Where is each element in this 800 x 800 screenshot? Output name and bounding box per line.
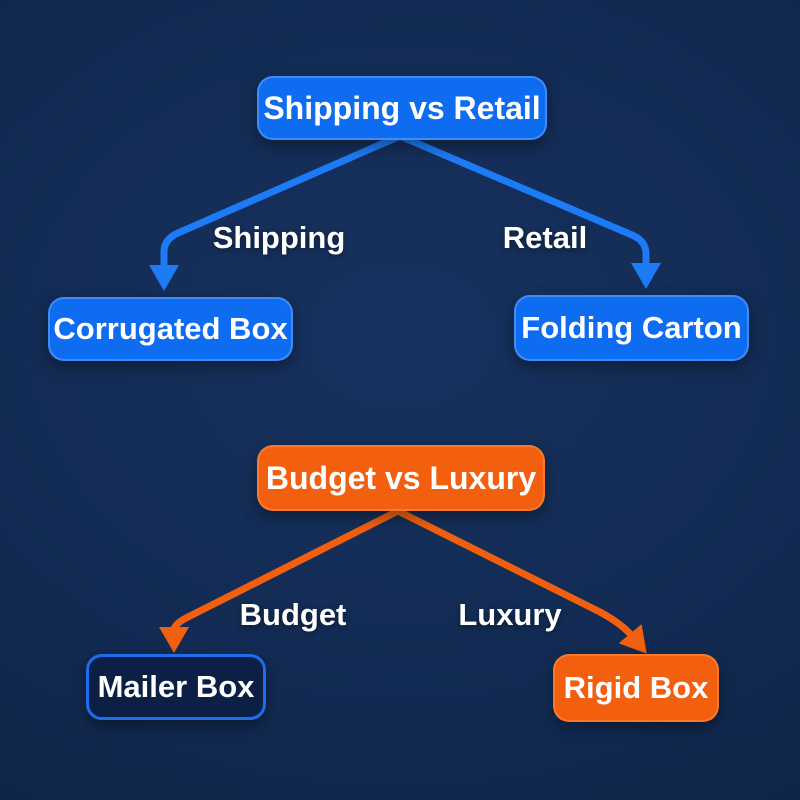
node-mailer-box: Mailer Box xyxy=(86,654,266,720)
node-folding-carton: Folding Carton xyxy=(514,295,749,361)
edge-label-budget: Budget xyxy=(239,597,347,632)
edge-label-retail: Retail xyxy=(502,220,588,255)
node-label: Mailer Box xyxy=(97,669,255,704)
node-rigid-box: Rigid Box xyxy=(553,654,719,722)
node-corrugated-box: Corrugated Box xyxy=(48,297,293,361)
node-label: Folding Carton xyxy=(521,310,742,345)
edge-label-shipping: Shipping xyxy=(212,220,346,255)
node-label: Rigid Box xyxy=(563,670,709,705)
node-label: Corrugated Box xyxy=(53,311,288,346)
node-label: Shipping vs Retail xyxy=(263,89,541,126)
node-budget-vs-luxury: Budget vs Luxury xyxy=(257,445,545,511)
edge-label-luxury: Luxury xyxy=(458,597,562,632)
node-label: Budget vs Luxury xyxy=(265,459,537,496)
node-shipping-vs-retail: Shipping vs Retail xyxy=(257,76,547,140)
